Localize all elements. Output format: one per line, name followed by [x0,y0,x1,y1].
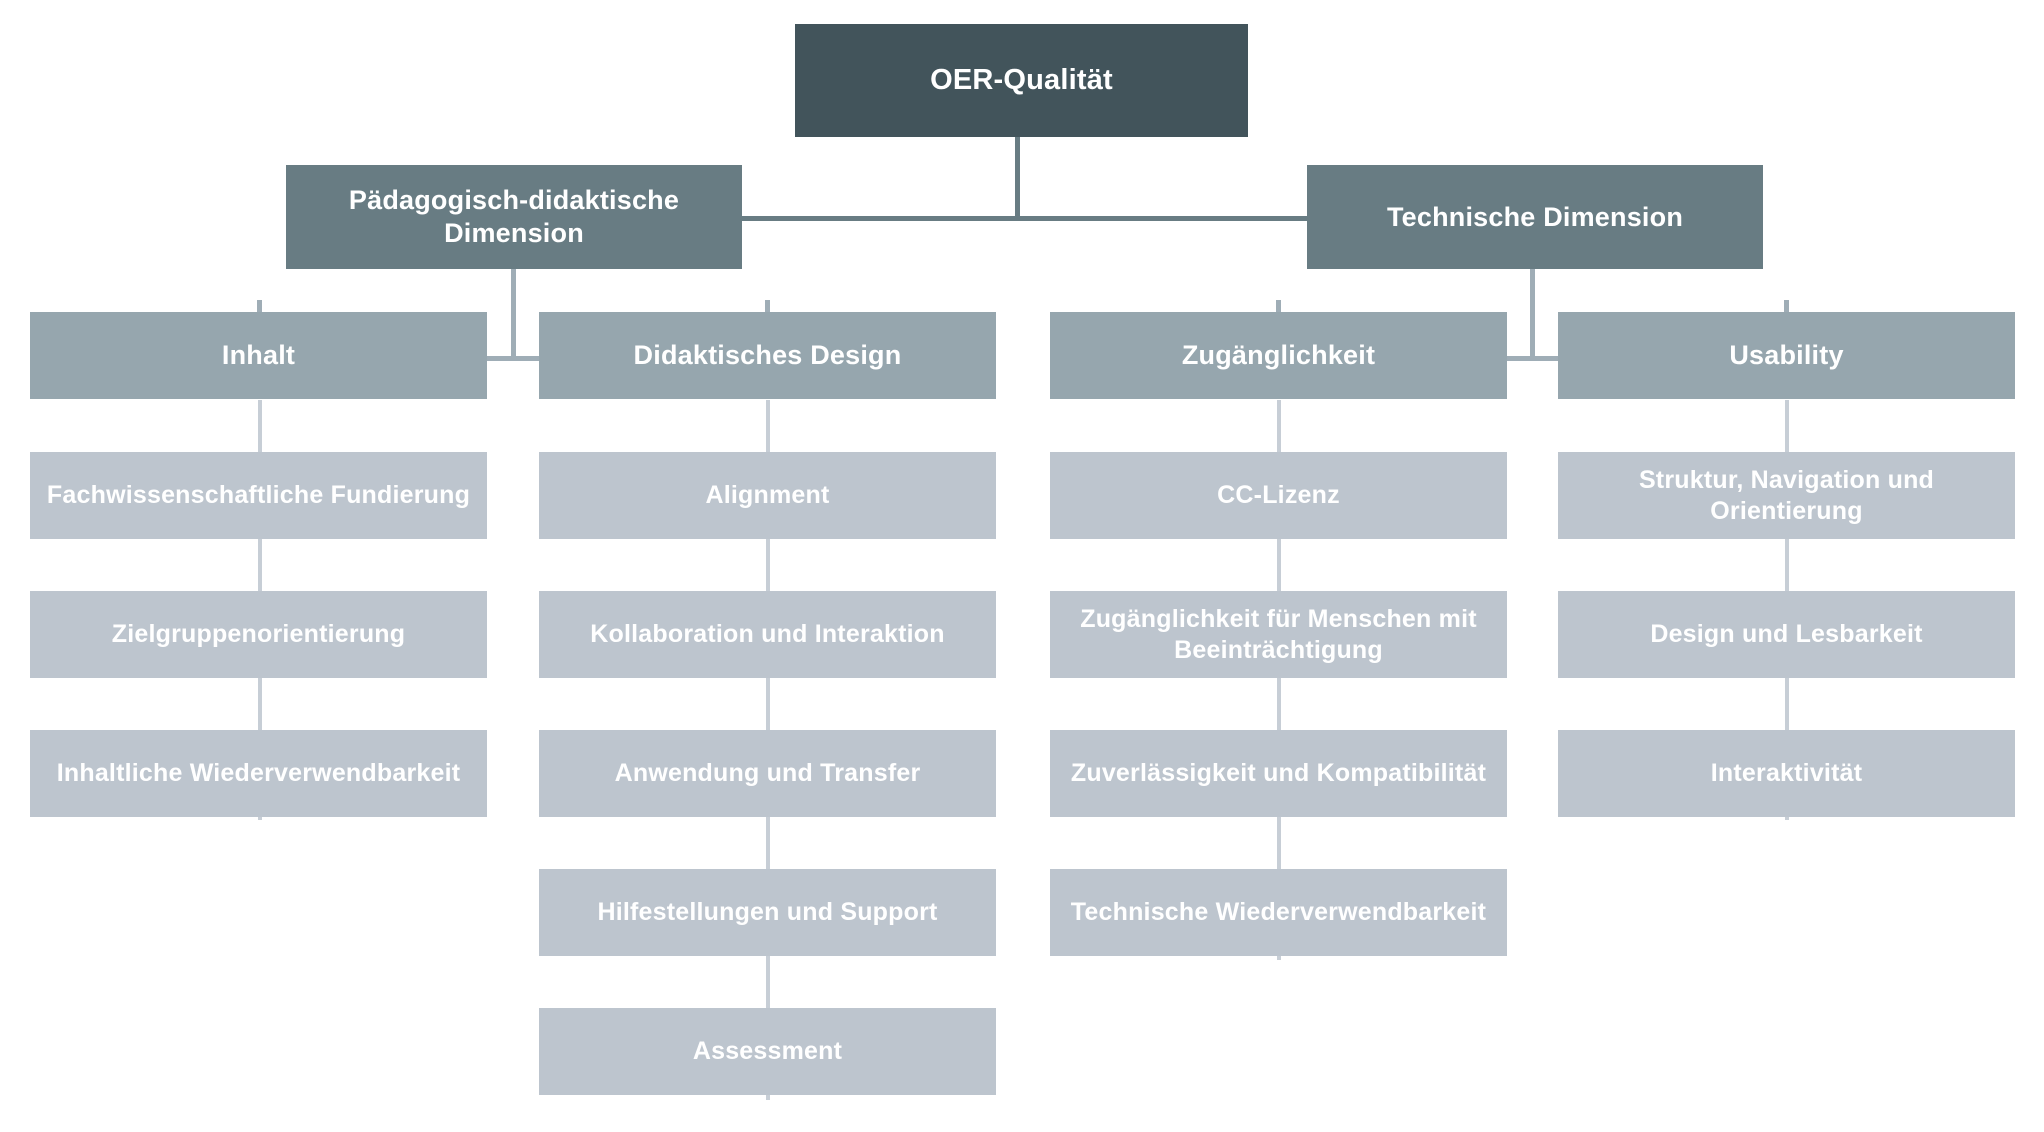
connector-dimension-left-stub [738,216,746,221]
connector-technische-stem [1530,268,1535,360]
node-criterion-fachwissenschaftliche-fundierung[interactable]: Fachwissenschaftliche Fundierung [30,452,487,539]
connector-root-stem [1015,136,1020,220]
connector-dimension-bar [740,216,1310,221]
node-category-didaktisches-design[interactable]: Didaktisches Design [539,312,996,399]
node-criterion-kollaboration-und-interaktion[interactable]: Kollaboration und Interaktion [539,591,996,678]
node-criterion-cc-lizenz[interactable]: CC-Lizenz [1050,452,1507,539]
node-criterion-zuverlaessigkeit-und-kompatibilitaet[interactable]: Zuverlässigkeit und Kompatibilität [1050,730,1507,817]
node-criterion-anwendung-und-transfer[interactable]: Anwendung und Transfer [539,730,996,817]
connector-paedagogisch-stem [511,268,516,360]
node-category-inhalt[interactable]: Inhalt [30,312,487,399]
node-criterion-assessment[interactable]: Assessment [539,1008,996,1095]
node-criterion-struktur-navigation-und-orientierung[interactable]: Struktur, Navigation und Orientierung [1558,452,2015,539]
node-criterion-design-und-lesbarkeit[interactable]: Design und Lesbarkeit [1558,591,2015,678]
connector-paedagogisch-bar [257,356,770,361]
connector-technische-bar [1276,356,1789,361]
node-criterion-interaktivitaet[interactable]: Interaktivität [1558,730,2015,817]
node-root-oer-qualitaet[interactable]: OER-Qualität [795,24,1248,137]
node-category-usability[interactable]: Usability [1558,312,2015,399]
node-criterion-technische-wiederverwendbarkeit[interactable]: Technische Wiederverwendbarkeit [1050,869,1507,956]
node-criterion-hilfestellungen-und-support[interactable]: Hilfestellungen und Support [539,869,996,956]
node-dimension-paedagogisch-didaktische[interactable]: Pädagogisch-didaktische Dimension [286,165,742,269]
node-criterion-alignment[interactable]: Alignment [539,452,996,539]
connector-column-zugaenglichkeit-spine [1277,400,1281,960]
node-dimension-technische[interactable]: Technische Dimension [1307,165,1763,269]
node-criterion-inhaltliche-wiederverwendbarkeit[interactable]: Inhaltliche Wiederverwendbarkeit [30,730,487,817]
node-criterion-zielgruppenorientierung[interactable]: Zielgruppenorientierung [30,591,487,678]
node-category-zugaenglichkeit[interactable]: Zugänglichkeit [1050,312,1507,399]
node-criterion-zugaenglichkeit-fuer-menschen-mit-beeintraechtigung[interactable]: Zugänglichkeit für Menschen mit Beeinträ… [1050,591,1507,678]
